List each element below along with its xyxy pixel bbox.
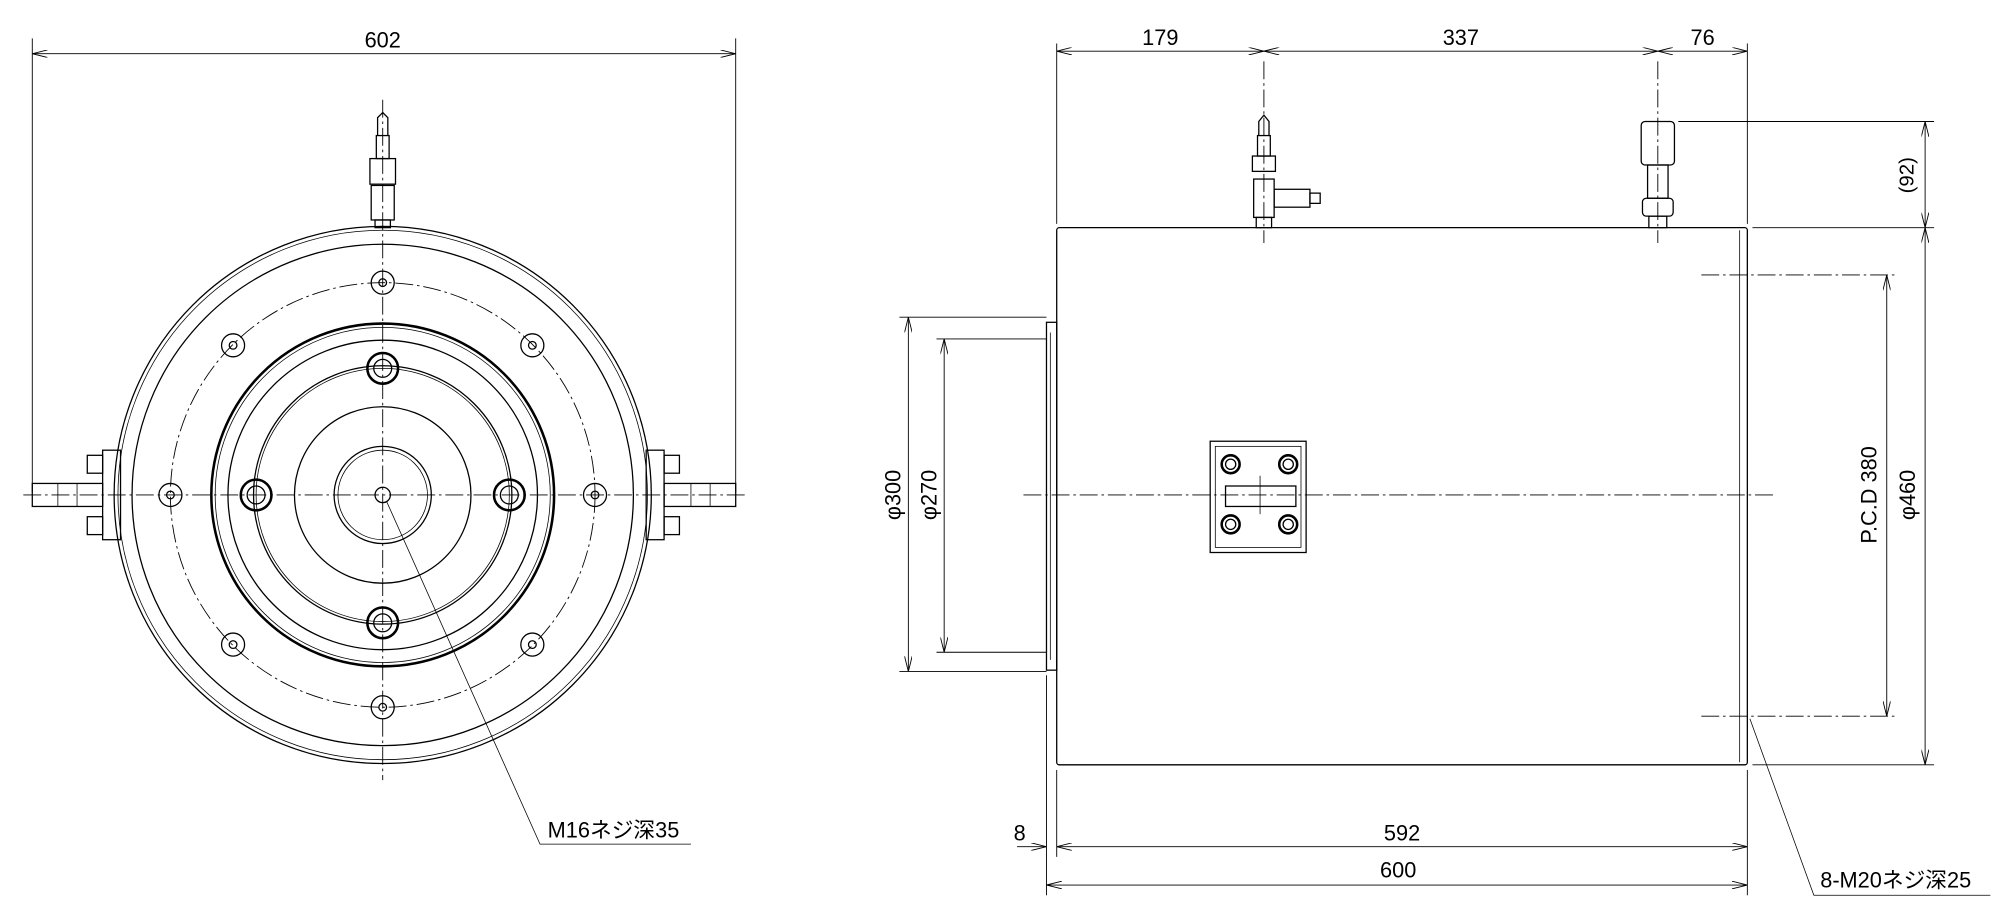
- dim-8: 8: [1014, 820, 1026, 845]
- pcd-bolt-holes: [158, 270, 608, 720]
- center-thread-leader: M16ネジ深35: [386, 501, 691, 845]
- dim-phi300: φ300: [881, 470, 906, 520]
- dim-overall-width-label: 602: [365, 27, 401, 52]
- dim-179: 179: [1142, 25, 1178, 50]
- right-lug: [645, 449, 737, 541]
- left-dimensions: φ300 φ270: [881, 316, 1047, 672]
- front-view: 602: [23, 27, 745, 845]
- dim-600: 600: [1380, 857, 1416, 882]
- dim-92: (92): [1896, 157, 1919, 193]
- bolt-thread-note: 8-M20ネジ深25: [1820, 868, 1971, 893]
- dim-76: 76: [1690, 25, 1714, 50]
- piston-bolts: [239, 351, 526, 640]
- dim-pcd380: P.C.D 380: [1857, 446, 1882, 543]
- right-dimensions: (92) φ460 P.C.D 380: [1678, 121, 1935, 766]
- pcd-circle: [169, 282, 596, 708]
- left-lug: [31, 449, 122, 541]
- dim-337: 337: [1443, 25, 1479, 50]
- side-fitting-1: [1251, 61, 1321, 243]
- dim-overall-width: 602: [31, 27, 737, 493]
- flange-outer-circle: [113, 225, 652, 765]
- side-view: 179 337 76 (92) φ460 P.C.D 380 φ30: [881, 25, 1991, 896]
- center-thread-note: M16ネジ深35: [548, 818, 680, 843]
- bottom-dimensions: 8 592 600: [1014, 675, 1748, 896]
- top-fitting: [369, 111, 397, 229]
- piston-boss: [1045, 321, 1058, 671]
- center-thread-hole: [374, 486, 392, 504]
- bolt-thread-leader: 8-M20ネジ深25: [1749, 718, 1991, 896]
- side-fitting-2: [1640, 61, 1676, 243]
- top-dimensions: 179 337 76: [1056, 25, 1748, 224]
- dim-phi270: φ270: [916, 470, 941, 520]
- cylinder-body: [1056, 227, 1748, 766]
- dim-592: 592: [1384, 820, 1420, 845]
- mounting-bracket: [1209, 440, 1307, 554]
- dim-phi460: φ460: [1895, 470, 1920, 520]
